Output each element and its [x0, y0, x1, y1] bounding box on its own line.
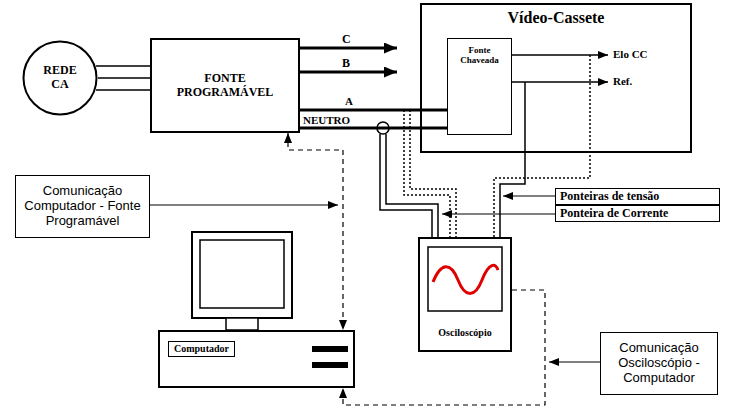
phase-label: C	[342, 33, 351, 46]
grid-circle-outline	[24, 42, 97, 115]
node-label: Ponteira de Corrente	[560, 207, 668, 221]
grid-circle: REDE CA	[22, 40, 98, 116]
probe-wire	[380, 134, 432, 237]
callout-arrow	[150, 205, 338, 206]
callout-box: Ponteiras de tensão	[555, 188, 720, 205]
communication-link	[343, 290, 545, 405]
connector-layer	[98, 78, 545, 405]
oscilloscope-box: Osciloscópio	[418, 237, 512, 352]
callout-arrow	[442, 214, 555, 215]
node-label: Fonte Chaveada	[455, 45, 505, 66]
computer-box: Computador	[158, 330, 355, 388]
sine-wave	[433, 265, 498, 293]
node-label: Osciloscópio	[438, 327, 491, 339]
monitor-screen	[200, 240, 284, 308]
phase-wire	[96, 65, 150, 67]
monitor-stand	[226, 318, 258, 330]
source-box: FONTE PROGRAMÁVEL	[150, 38, 300, 133]
callout-box: Comunicação Osciloscópio - Computador	[600, 332, 718, 395]
signal-label: Elo CC	[613, 48, 648, 61]
node-label: REDE CA	[38, 64, 82, 92]
node-label: Comunicação Osciloscópio - Computador	[603, 341, 715, 386]
node-label: Computador	[168, 341, 235, 357]
dc-output-arrow	[512, 54, 608, 56]
drive-slot	[312, 362, 348, 368]
device-box: Vídeo-CasseteFonte Chaveada	[420, 3, 692, 153]
signal-label: Ref.	[613, 75, 632, 88]
power-wire	[98, 77, 150, 79]
drive-slot	[312, 346, 348, 352]
callout-box: Comunicação Computador - Fonte Programáv…	[15, 175, 150, 238]
scope-screen	[428, 247, 502, 311]
callout-box: Ponteira de Corrente	[555, 205, 720, 222]
switching-supply-box: Fonte Chaveada	[447, 38, 512, 135]
node-label: Ponteiras de tensão	[560, 190, 659, 204]
communication-link	[288, 133, 343, 330]
wire-label: A	[345, 95, 353, 107]
node-label: FONTE PROGRAMÁVEL	[169, 72, 281, 100]
callout-arrow	[549, 362, 600, 363]
wire-label: NEUTRO	[303, 114, 350, 126]
dc-output-arrow	[512, 81, 608, 83]
power-wire	[300, 127, 447, 130]
phase-output-arrow	[300, 71, 397, 74]
power-wire	[300, 109, 447, 112]
phase-label: B	[342, 57, 350, 70]
monitor-frame	[192, 232, 292, 318]
node-label: Comunicação Computador - Fonte Programáv…	[18, 184, 147, 229]
callout-arrow	[503, 196, 555, 197]
node-label: Vídeo-Cassete	[508, 9, 605, 27]
phase-output-arrow	[300, 47, 397, 50]
phase-wire	[96, 89, 150, 91]
probe-wire	[386, 134, 438, 237]
